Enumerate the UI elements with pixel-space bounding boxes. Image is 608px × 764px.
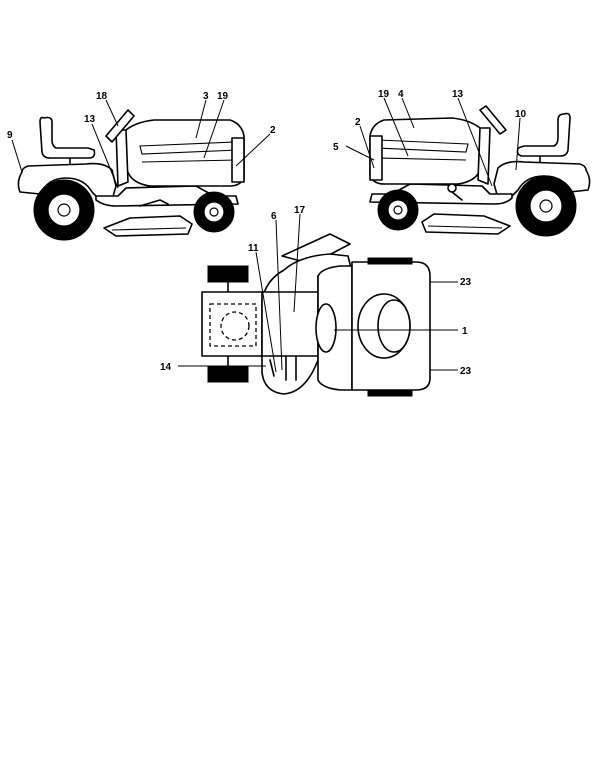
callout-3-left: 3 [203,91,209,102]
callout-19-left: 19 [217,91,229,102]
callout-23-top-upper: 23 [460,277,472,288]
callout-5-right: 5 [333,142,339,153]
leader-lines [11,97,521,373]
callout-23-top-lower: 23 [460,366,472,377]
tractor-right-side-view [369,105,591,237]
tractor-left-side-view [17,109,245,241]
callout-17-top: 17 [294,205,306,216]
callout-18-left: 18 [96,91,108,102]
callout-6-top: 6 [271,211,277,222]
callout-13-right: 13 [452,89,464,100]
callout-4-right: 4 [398,89,404,100]
callout-2-left: 2 [270,125,276,136]
callout-13-left: 13 [84,114,96,125]
callout-11-top: 11 [248,243,259,254]
callout-19-right: 19 [378,89,390,100]
callout-1-top: 1 [462,326,468,337]
callout-14-top: 14 [160,362,172,373]
callout-labels: 18 3 19 2 9 13 19 4 13 10 2 5 6 17 11 23… [7,89,527,377]
tractor-top-view [201,233,431,397]
callout-2-right: 2 [355,117,361,128]
callout-10-right: 10 [515,109,527,120]
callout-9-left: 9 [7,130,13,141]
